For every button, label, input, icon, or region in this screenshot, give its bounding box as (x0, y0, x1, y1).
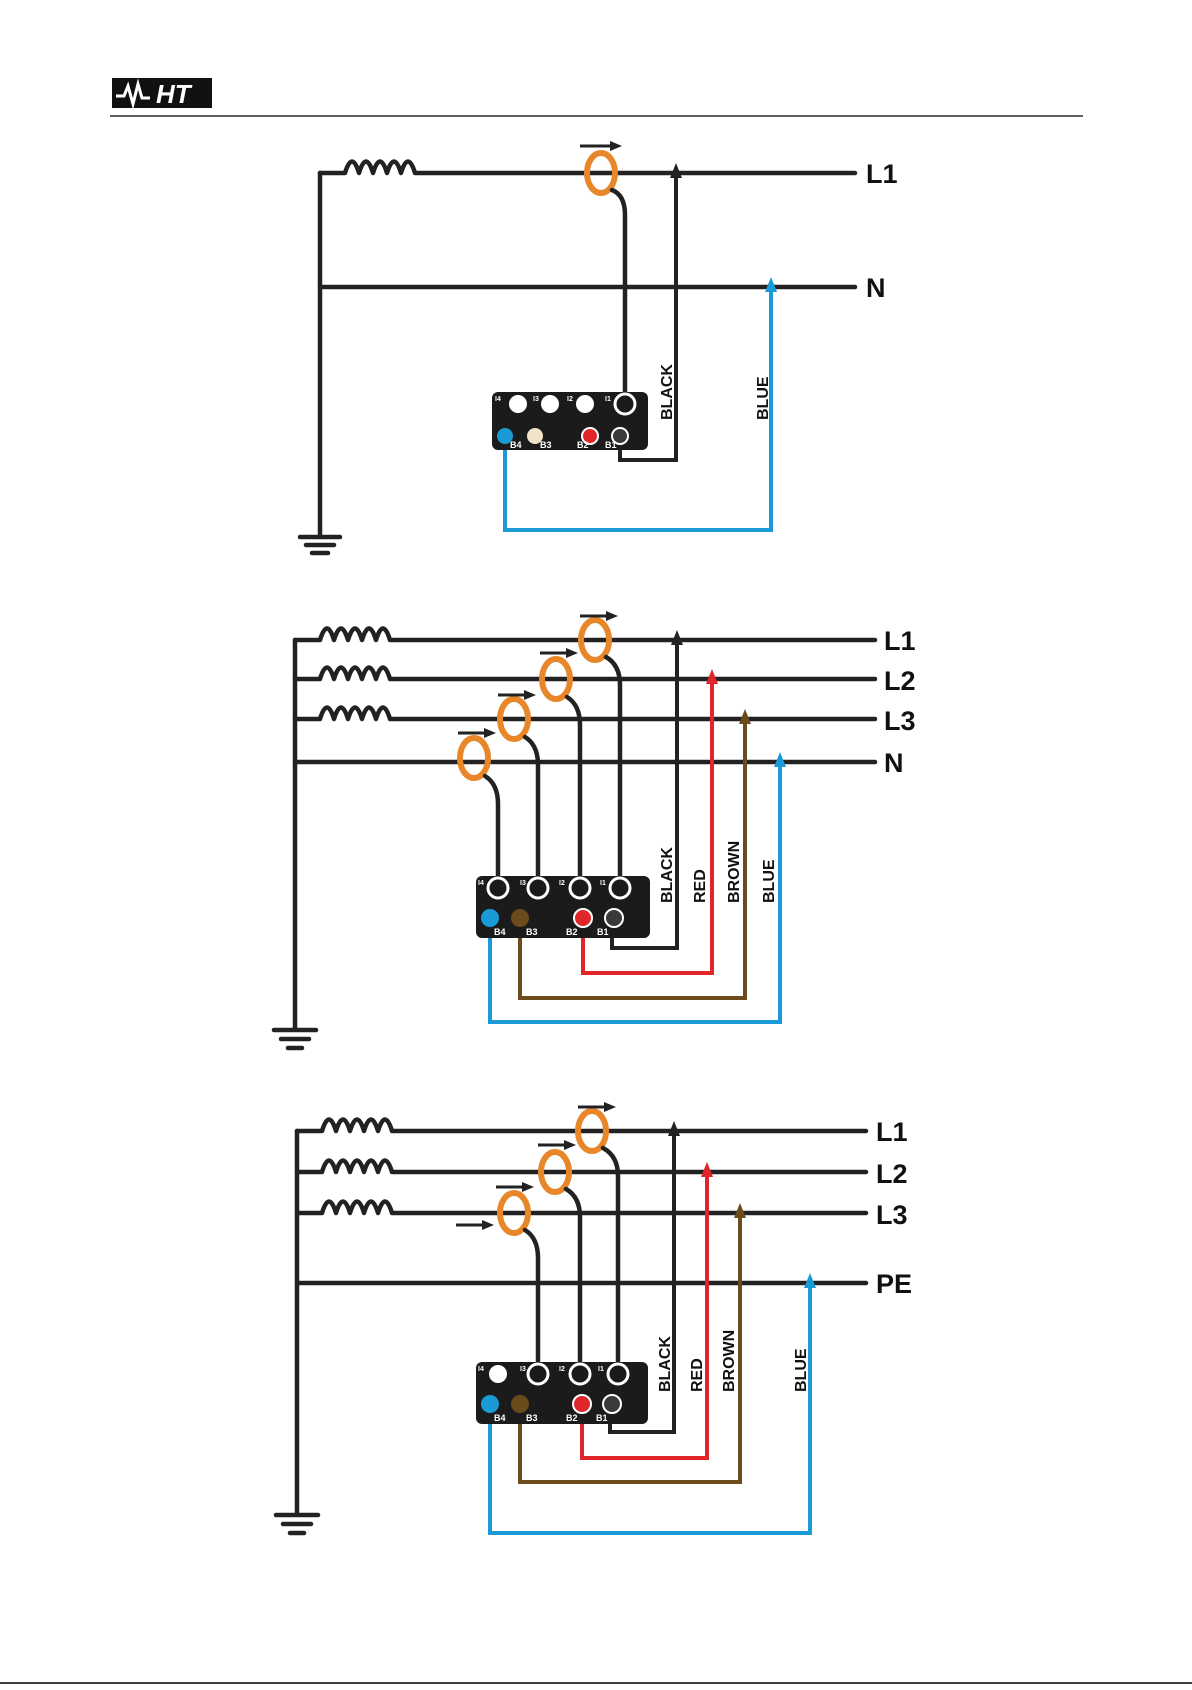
label: I2 (567, 396, 573, 403)
arrow-icon (765, 277, 777, 292)
terminal-icon (574, 909, 592, 927)
label: B1 (597, 927, 609, 937)
arrow-icon (734, 1203, 746, 1218)
label: I2 (559, 880, 565, 887)
label: B3 (526, 1413, 538, 1423)
label: I4 (478, 1366, 484, 1373)
wire-label: BLUE (761, 859, 778, 903)
label: I1 (600, 880, 606, 887)
label: B4 (494, 927, 506, 937)
wire-path (606, 657, 620, 880)
arrow-icon (606, 611, 618, 621)
arrow-icon (706, 669, 718, 684)
wire-label: BROWN (726, 841, 743, 903)
terminal-icon (541, 395, 559, 413)
label: I2 (559, 1366, 565, 1373)
arrow-icon (701, 1162, 713, 1177)
wire-label: BLACK (657, 1336, 674, 1392)
label: B1 (596, 1413, 608, 1423)
line-label: L2 (876, 1159, 908, 1189)
line-label: L1 (884, 626, 916, 656)
label: I3 (533, 396, 539, 403)
wire-label: RED (692, 869, 709, 903)
wire-path (525, 737, 538, 880)
arrow-icon (484, 728, 496, 738)
arrow-icon (524, 690, 536, 700)
label: B2 (577, 440, 589, 450)
arrow-icon (566, 648, 578, 658)
terminal-icon (605, 909, 623, 927)
arrow-icon (668, 1121, 680, 1136)
label: I3 (520, 880, 526, 887)
label: I3 (520, 1366, 526, 1373)
wire-path (485, 776, 498, 880)
ht-logo: HT (112, 78, 212, 109)
wire-path (297, 1161, 866, 1173)
terminal-icon (481, 1395, 499, 1413)
logo-text: HT (156, 79, 193, 109)
line-label: L3 (876, 1200, 908, 1230)
line-label: L1 (866, 159, 898, 189)
wire-path (295, 708, 875, 720)
line-label: PE (876, 1269, 912, 1299)
arrow-icon (610, 141, 622, 151)
wire-path (603, 1148, 618, 1365)
line-label: L2 (884, 666, 916, 696)
wire-path (525, 1230, 538, 1365)
clamp-icon (460, 738, 488, 778)
diagram-single-phase: I4 I3 I2 I1 B4 B3 B2 B1 L1 N BLACK BLUE (300, 141, 898, 553)
line-label: N (866, 273, 886, 303)
diagram-three-phase-4w: I4 I3 I2 I1 B4 B3 B2 B1 L1 L2 L3 N BLACK… (274, 611, 916, 1048)
label: B3 (540, 440, 552, 450)
wire-path (612, 190, 625, 395)
terminal-icon (573, 1395, 591, 1413)
wire-path (295, 668, 875, 680)
arrow-icon (804, 1273, 816, 1288)
arrow-icon (564, 1140, 576, 1150)
arrow-icon (522, 1182, 534, 1192)
wire-label: BLUE (793, 1348, 810, 1392)
wire-label: BLACK (659, 364, 676, 420)
terminal-icon (489, 1365, 507, 1383)
arrow-icon (739, 709, 751, 724)
terminal-icon (576, 395, 594, 413)
wire-label: BLUE (755, 376, 772, 420)
wire-label: BLACK (659, 847, 676, 903)
arrow-icon (671, 630, 683, 645)
label: B2 (566, 927, 578, 937)
label: B3 (526, 927, 538, 937)
terminal-icon (511, 1395, 529, 1413)
line-label: N (884, 748, 904, 778)
arrow-icon (670, 163, 682, 178)
label: I1 (598, 1366, 604, 1373)
label: B1 (605, 440, 617, 450)
terminal-icon (511, 909, 529, 927)
wire-path (567, 697, 580, 880)
terminal-icon (603, 1395, 621, 1413)
terminal-icon (509, 395, 527, 413)
label: B4 (494, 1413, 506, 1423)
wire-path (566, 1189, 580, 1365)
diagram-three-phase-3w: I4 I3 I2 I1 B4 B3 B2 B1 L1 L2 L3 PE BLAC… (276, 1102, 912, 1533)
line-label: L1 (876, 1117, 908, 1147)
label: I1 (605, 396, 611, 403)
arrow-icon (604, 1102, 616, 1112)
label: B4 (510, 440, 522, 450)
label: I4 (478, 880, 484, 887)
arrow-icon (774, 752, 786, 767)
line-label: L3 (884, 706, 916, 736)
wire-label: RED (689, 1358, 706, 1392)
arrow-icon (482, 1220, 494, 1230)
wire-label: BROWN (721, 1330, 738, 1392)
label: I4 (495, 396, 501, 403)
label: B2 (566, 1413, 578, 1423)
terminal-icon (481, 909, 499, 927)
